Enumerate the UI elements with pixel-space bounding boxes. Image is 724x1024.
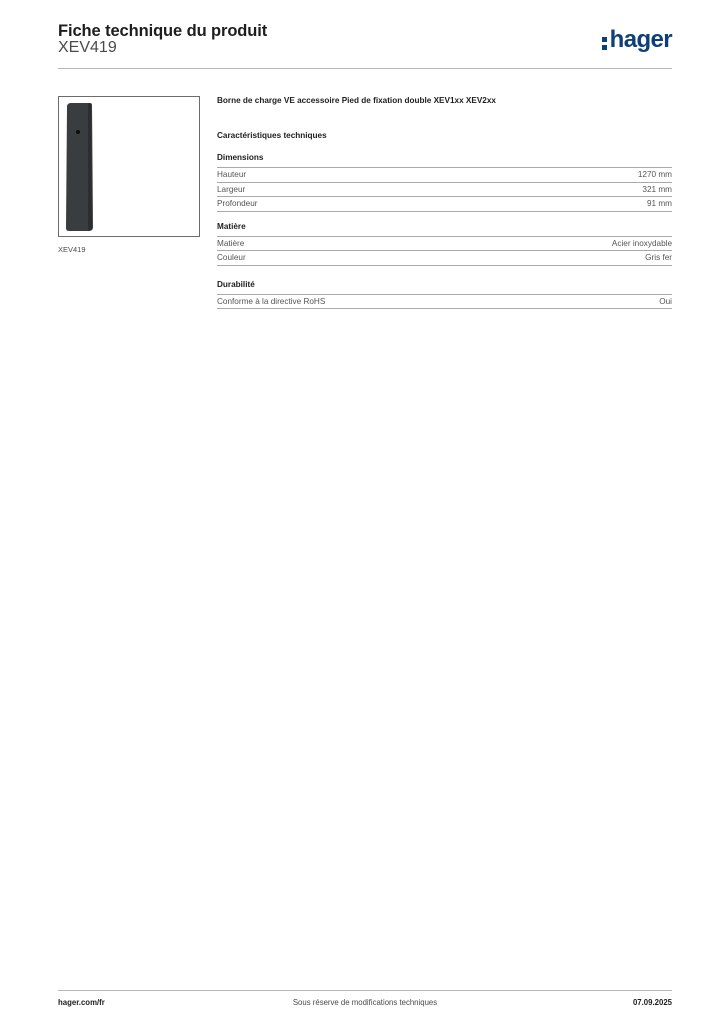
spec-row: Couleur Gris fer (217, 251, 672, 266)
footer-disclaimer: Sous réserve de modifications techniques (292, 998, 438, 1007)
specs-section-title: Caractéristiques techniques (217, 131, 327, 140)
header-divider (58, 68, 672, 69)
spec-row: Matière Acier inoxydable (217, 237, 672, 251)
product-reference: XEV419 (58, 39, 117, 56)
spec-value: Oui (659, 296, 672, 306)
spec-label: Hauteur (217, 170, 247, 179)
charging-stand-image (66, 103, 93, 231)
spec-value: 1270 mm (637, 170, 672, 179)
spec-label: Conforme à la directive RoHS (217, 296, 326, 306)
spec-label: Matière (217, 238, 245, 248)
product-details: Borne de charge VE accessoire Pied de fi… (217, 96, 672, 309)
hager-logo: hager (601, 26, 673, 53)
page-header: Fiche technique du produit XEV419 hager (58, 22, 673, 70)
spec-group-title: Matière (217, 222, 672, 237)
spec-label: Profondeur (217, 199, 258, 208)
spec-value: 91 mm (646, 199, 672, 208)
footer-website-link[interactable]: hager.com/fr (58, 998, 105, 1007)
logo-text: hager (609, 26, 673, 53)
spec-row: Largeur 321 mm (217, 183, 672, 197)
logo-colon-icon (601, 28, 607, 52)
spec-value: 321 mm (642, 184, 672, 194)
spec-value: Gris fer (645, 253, 672, 262)
spec-value: Acier inoxydable (611, 238, 672, 248)
footer-date: 07.09.2025 (632, 998, 672, 1007)
footer-divider (58, 990, 672, 991)
spec-label: Couleur (217, 253, 246, 262)
page-title: Fiche technique du produit (58, 22, 268, 40)
product-description: Borne de charge VE accessoire Pied de fi… (217, 96, 496, 105)
spec-label: Largeur (217, 184, 246, 194)
spec-group-title: Dimensions (217, 153, 672, 168)
image-caption: XEV419 (58, 245, 86, 254)
spec-row: Conforme à la directive RoHS Oui (217, 295, 672, 309)
spec-group-title: Durabilité (217, 280, 672, 295)
spec-row: Profondeur 91 mm (217, 197, 672, 212)
spec-group-durability: Durabilité Conforme à la directive RoHS O… (217, 280, 672, 309)
spec-row: Hauteur 1270 mm (217, 168, 672, 183)
product-image-frame (58, 96, 200, 237)
